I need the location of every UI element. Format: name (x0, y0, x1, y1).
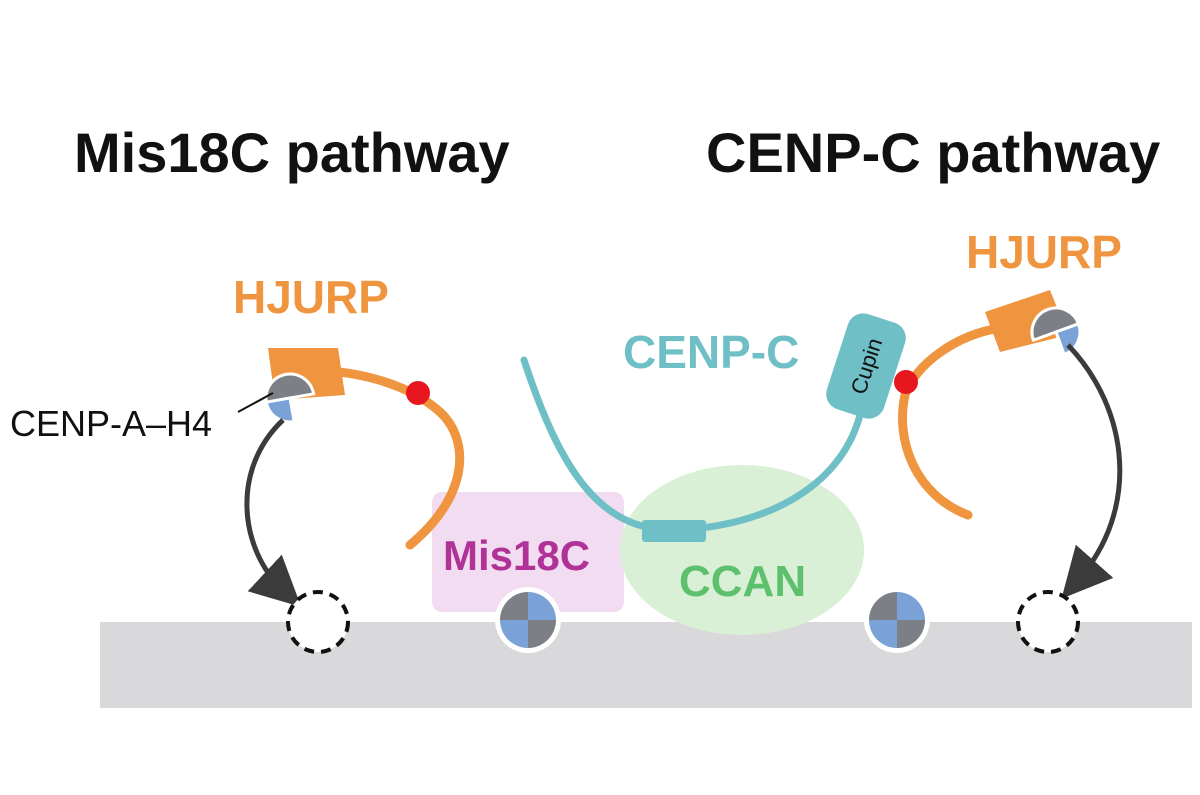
centromeric-nucleosome-right (864, 587, 930, 653)
chromatin-bar (100, 622, 1192, 708)
cenp-a-h4-left-cargo (264, 372, 316, 424)
mis18c-label: Mis18C (443, 532, 590, 579)
cenp-c-ccan-binding-block (642, 520, 706, 542)
cenp-c-label: CENP-C (623, 326, 799, 378)
centromeric-nucleosome-left (495, 587, 561, 653)
ccan-complex-blob (620, 465, 864, 635)
cenp-c-pathway-title: CENP-C pathway (706, 121, 1160, 184)
hjurp-right-contact-dot (894, 370, 918, 394)
deposition-arrow-right (1061, 343, 1123, 599)
hjurp-left-contact-dot (406, 381, 430, 405)
cenp-a-h4-label: CENP-A–H4 (10, 403, 212, 444)
cenp-a-h4-leader-line (237, 392, 274, 413)
empty-deposition-site-left (286, 590, 350, 654)
mis18c-complex-box (432, 492, 624, 612)
empty-deposition-site-right (1016, 590, 1080, 654)
hjurp-right-label: HJURP (966, 226, 1122, 278)
hjurp-left-chain (300, 365, 465, 550)
ccan-label: CCAN (679, 557, 806, 606)
cenp-a-h4-right-cargo (1030, 306, 1082, 357)
cupin-domain: Cupin (826, 313, 906, 419)
hjurp-left-label: HJURP (233, 271, 389, 323)
hjurp-right-chain (898, 323, 1005, 520)
deposition-arrow-left (244, 418, 302, 608)
mis18c-pathway-title: Mis18C pathway (74, 121, 510, 184)
